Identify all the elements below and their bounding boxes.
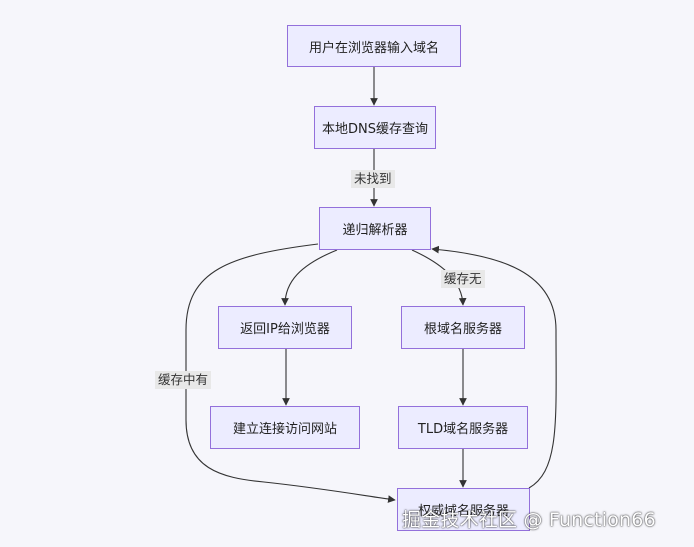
node-label: 建立连接访问网站 (232, 422, 337, 437)
node-tld-server: TLD域名服务器 (398, 406, 528, 449)
edge-resolver-to-return-ip (281, 249, 338, 306)
edge-label-cache-miss: 缓存无 (441, 270, 485, 288)
edge-resolver-to-auth (185, 243, 396, 503)
node-return-ip: 返回IP给浏览器 (218, 306, 352, 349)
node-establish-connection: 建立连接访问网站 (210, 406, 360, 449)
edge-auth-to-resolver (431, 245, 557, 489)
node-local-dns-cache: 本地DNS缓存查询 (314, 106, 436, 149)
node-label: 本地DNS缓存查询 (322, 122, 428, 137)
node-label: 权威域名服务器 (417, 504, 509, 519)
node-root-server: 根域名服务器 (401, 306, 525, 349)
node-label: TLD域名服务器 (417, 422, 509, 437)
node-label: 用户在浏览器输入域名 (308, 40, 439, 56)
node-user-input-domain: 用户在浏览器输入域名 (287, 25, 461, 67)
edge-label-not-found: 未找到 (351, 170, 395, 188)
node-recursive-resolver: 递归解析器 (319, 207, 431, 250)
node-label: 返回IP给浏览器 (240, 322, 330, 337)
watermark: 掘金技术社区 @ Function66 (402, 509, 656, 531)
node-label: 递归解析器 (342, 223, 408, 238)
node-authoritative-server: 权威域名服务器 (397, 488, 530, 531)
edge-label-cache-hit: 缓存中有 (155, 371, 212, 389)
node-label: 根域名服务器 (423, 322, 502, 337)
